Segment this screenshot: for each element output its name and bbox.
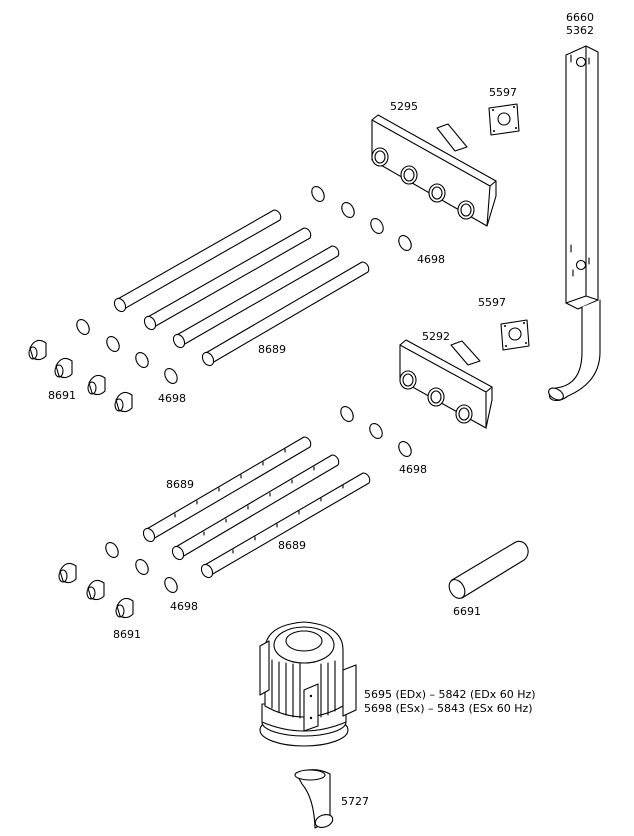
part-manifold-5295 — [371, 114, 497, 227]
part-gasket-plate-middle — [500, 319, 530, 351]
label-5295: 5295 — [390, 100, 418, 113]
end-caps-lower — [58, 562, 134, 619]
part-short-pipe — [448, 540, 529, 599]
label-8689-upper: 8689 — [258, 343, 286, 356]
part-elbow-5727 — [294, 769, 334, 829]
label-5597-middle: 5597 — [478, 296, 506, 309]
orings-middle-right — [340, 405, 412, 458]
part-manifold-5292 — [399, 339, 493, 429]
label-5597-top: 5597 — [489, 86, 517, 99]
label-5292: 5292 — [422, 330, 450, 343]
manifold-5292-ports — [399, 370, 473, 424]
label-6691: 6691 — [453, 605, 481, 618]
orings-upper-right — [311, 185, 412, 252]
label-5362: 5362 — [566, 24, 594, 37]
label-motor-line1: 5695 (EDx) – 5842 (EDx 60 Hz) — [364, 688, 536, 701]
tubes-upper — [113, 209, 370, 367]
manifold-5295-ports — [371, 147, 475, 220]
part-labels: 6660 5362 5597 5295 4698 5597 5292 8689 … — [48, 11, 594, 808]
label-6660: 6660 — [566, 11, 594, 24]
label-4698-upper-right: 4698 — [417, 253, 445, 266]
label-8689-lower-left: 8689 — [166, 478, 194, 491]
label-4698-middle: 4698 — [399, 463, 427, 476]
label-motor-line2: 5698 (ESx) – 5843 (ESx 60 Hz) — [364, 702, 533, 715]
tubes-lower — [142, 436, 371, 579]
label-4698-lower-left: 4698 — [170, 600, 198, 613]
orings-upper-left — [76, 318, 178, 385]
end-caps-upper — [28, 339, 133, 413]
label-4698-upper-left: 4698 — [158, 392, 186, 405]
label-8691-lower: 8691 — [113, 628, 141, 641]
label-8691-upper: 8691 — [48, 389, 76, 402]
label-8689-lower: 8689 — [278, 539, 306, 552]
orings-lower-left — [105, 541, 178, 594]
tube-perforations — [174, 448, 344, 554]
part-vertical-bracket — [548, 45, 601, 402]
part-motor — [259, 621, 357, 747]
label-5727: 5727 — [341, 795, 369, 808]
part-gasket-plate-top — [488, 103, 520, 136]
